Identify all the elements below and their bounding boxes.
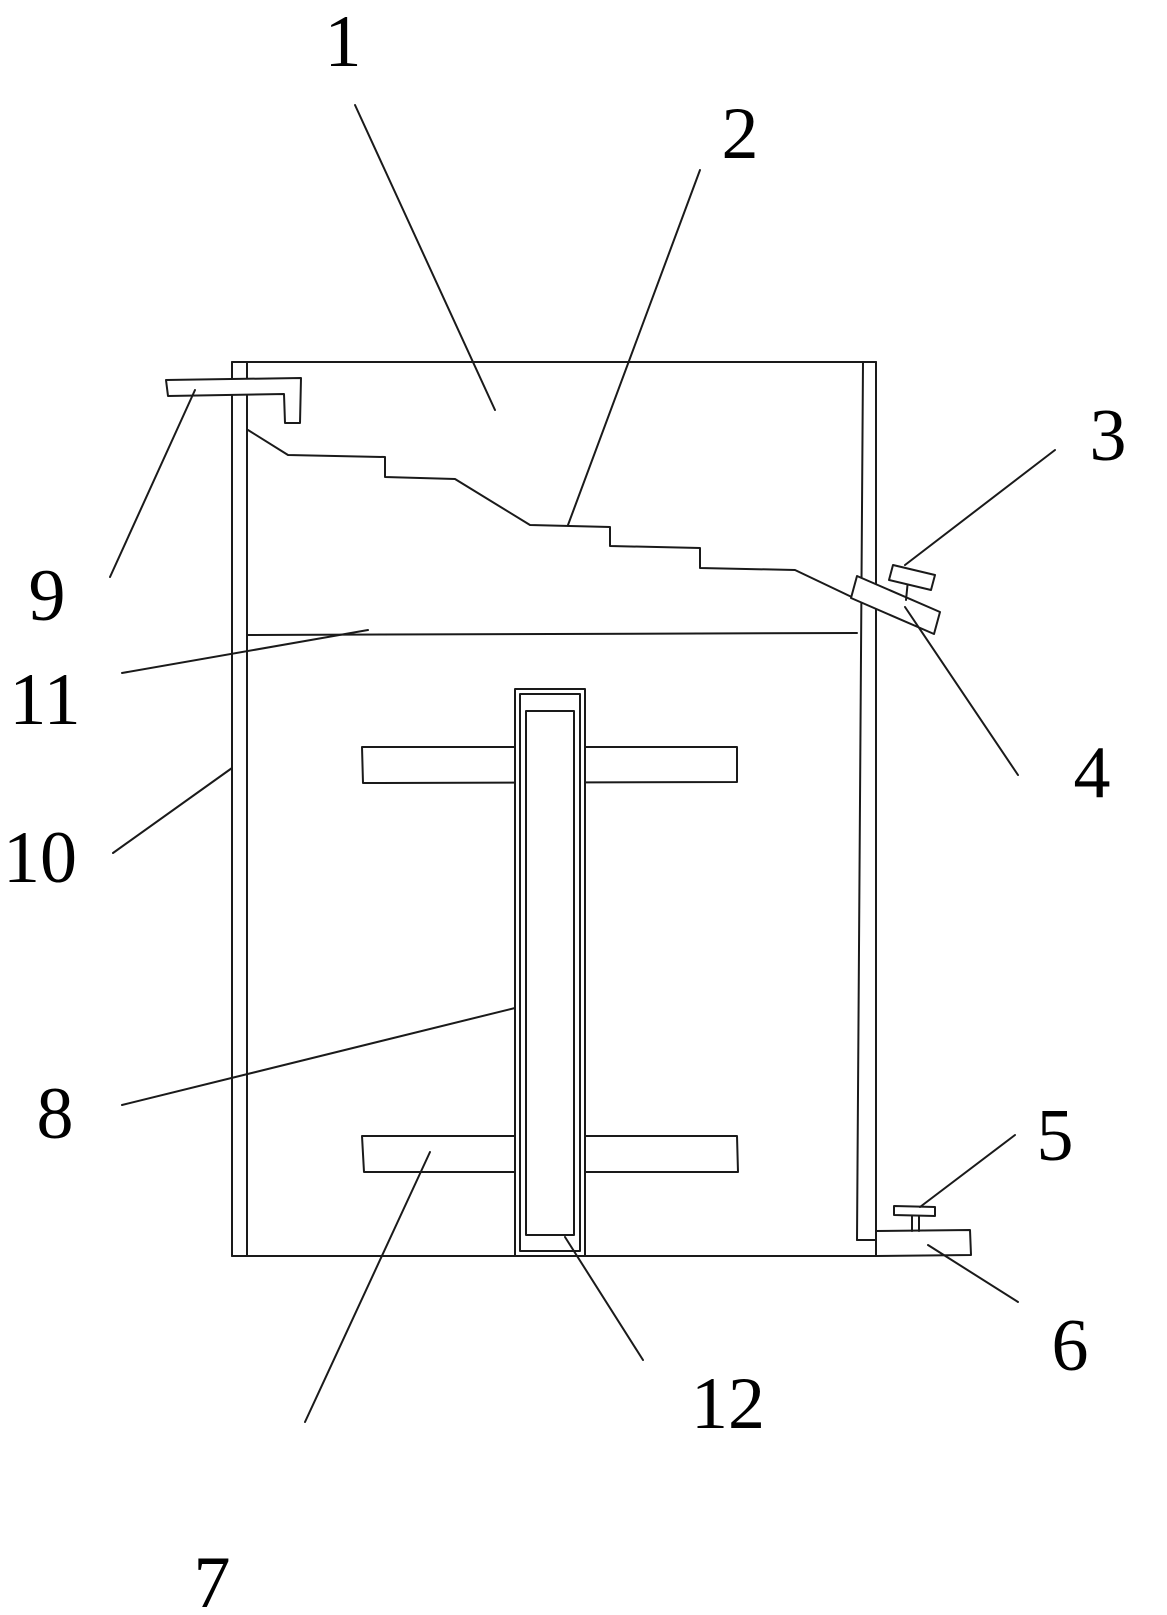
leader-line-7	[304, 1151, 431, 1423]
leader-line-10	[112, 767, 233, 854]
leader-line-11	[121, 629, 369, 674]
label-7: 7	[194, 1542, 231, 1615]
label-10: 10	[3, 817, 77, 899]
right-wall-inner	[856, 361, 864, 1241]
stirrer-shaft	[514, 688, 586, 1257]
outlet-valve-handle	[888, 564, 936, 591]
leader-line-9	[109, 389, 196, 578]
label-12: 12	[691, 1363, 765, 1445]
stepped-inclined-plate	[247, 429, 859, 601]
label-11: 11	[9, 659, 80, 741]
leader-line-2	[567, 169, 701, 526]
leader-lines	[109, 104, 1056, 1423]
label-2: 2	[722, 93, 759, 175]
leader-line-3	[904, 449, 1056, 566]
label-9: 9	[29, 555, 66, 637]
outlet-pipe-assembly	[850, 564, 941, 635]
leader-line-12	[564, 1236, 644, 1361]
label-1: 1	[325, 1, 362, 83]
drain-valve-handle	[893, 1205, 936, 1217]
label-3: 3	[1090, 395, 1127, 477]
leader-line-1	[354, 104, 496, 411]
shaft-core	[525, 710, 575, 1236]
leader-line-6	[927, 1244, 1019, 1303]
drain-pipe-assembly	[875, 1205, 972, 1257]
label-6: 6	[1052, 1305, 1089, 1387]
reference-numerals: 1 2 3 4 5 6 7 8 9 10 11 12	[3, 1, 1127, 1615]
drain-pipe	[875, 1229, 972, 1257]
inlet-pipe	[165, 377, 302, 424]
shaft-inner-wall	[519, 693, 581, 1252]
partition-plate	[246, 632, 858, 636]
tank-body	[231, 361, 877, 1257]
label-4: 4	[1074, 732, 1111, 814]
leader-line-8	[121, 1007, 516, 1106]
label-5: 5	[1037, 1095, 1074, 1177]
label-8: 8	[37, 1073, 74, 1155]
leader-line-4	[904, 606, 1019, 776]
outlet-pipe	[850, 575, 941, 635]
leader-line-5	[919, 1134, 1016, 1208]
